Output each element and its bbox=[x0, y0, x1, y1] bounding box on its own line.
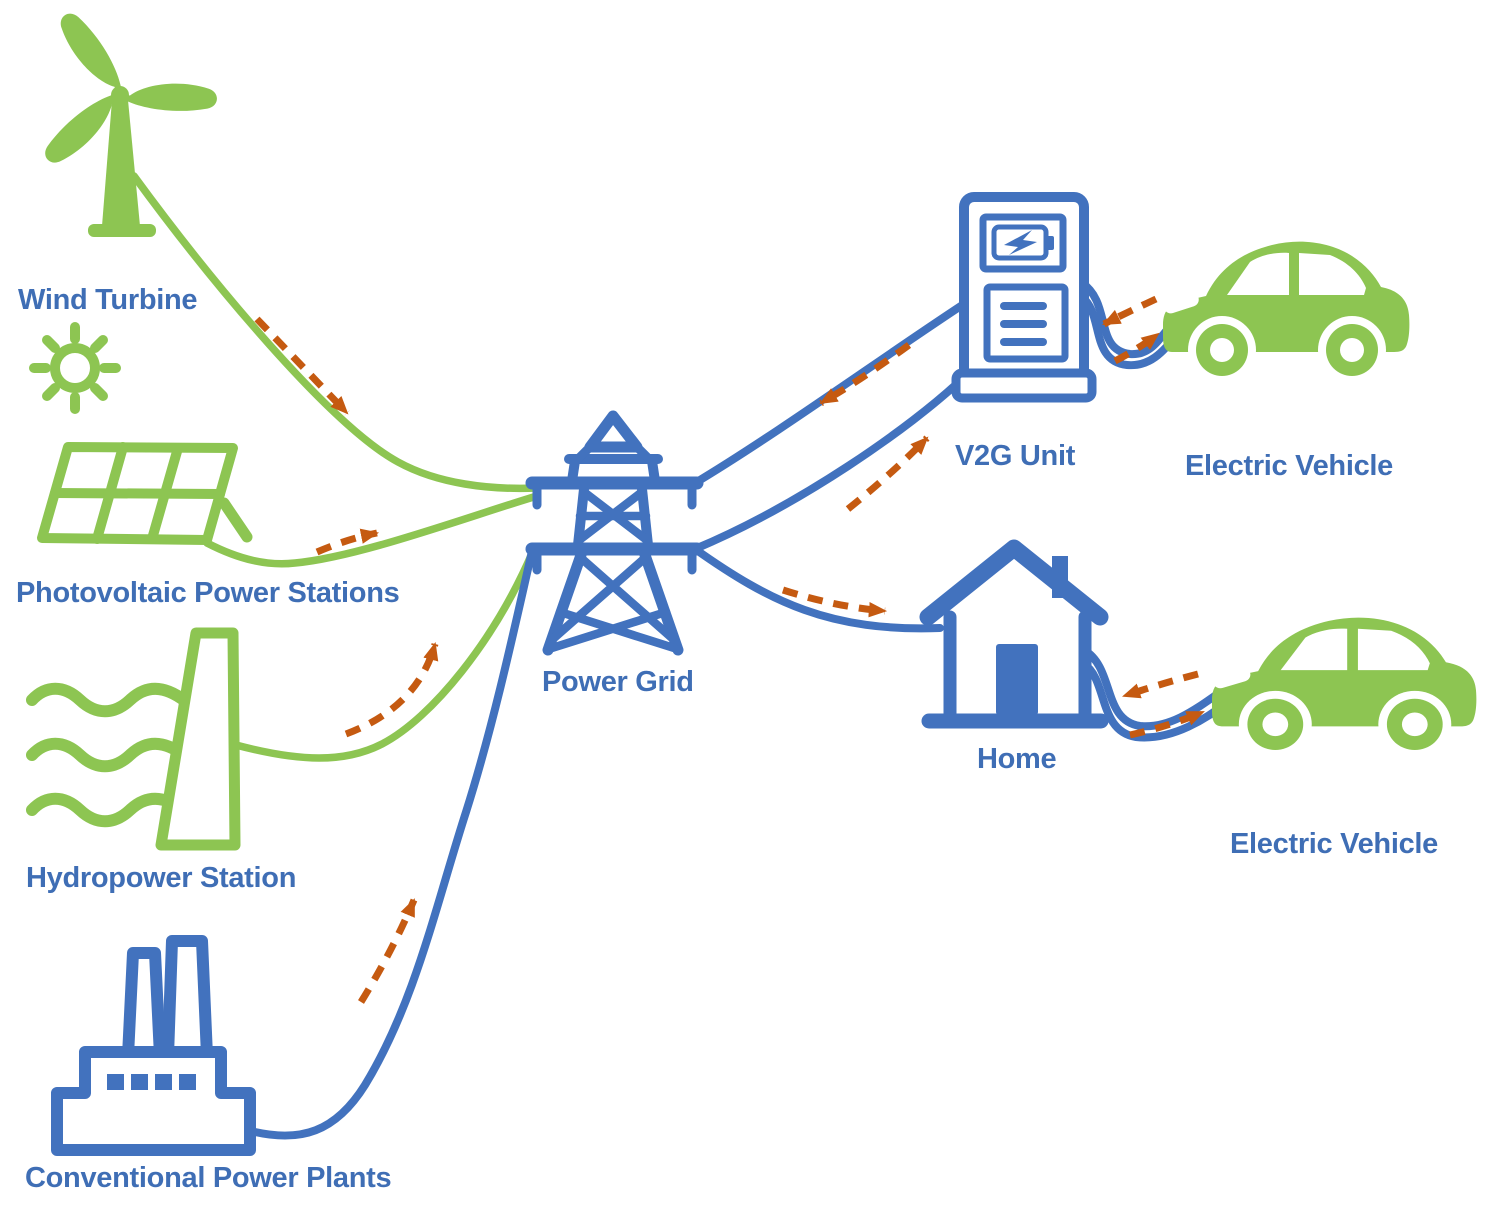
car-icon bbox=[1163, 241, 1410, 384]
arrow-ev-to-home bbox=[1122, 670, 1199, 700]
transmission-tower-icon bbox=[525, 410, 704, 656]
house-walls bbox=[943, 610, 1092, 722]
cable-home-to-ev-1 bbox=[1080, 646, 1230, 731]
turbine-hub bbox=[111, 86, 129, 104]
car-windshield bbox=[1227, 252, 1289, 295]
line-grid-to-v2g-upper bbox=[691, 296, 974, 487]
label-home: Home bbox=[977, 743, 1057, 775]
label-wind-turbine: Wind Turbine bbox=[18, 284, 198, 316]
house-icon bbox=[919, 539, 1109, 729]
label-ev-top: Electric Vehicle bbox=[1185, 450, 1393, 482]
line-pv-to-grid bbox=[203, 492, 541, 568]
arrow-ev-to-v2g bbox=[1102, 295, 1158, 328]
label-ev-bottom: Electric Vehicle bbox=[1230, 828, 1438, 860]
battery-terminal bbox=[1046, 236, 1054, 250]
arrow-conventional-to-grid bbox=[358, 898, 418, 1004]
factory-chimney bbox=[162, 935, 213, 1062]
turbine-rotor bbox=[45, 13, 217, 163]
factory-windows bbox=[107, 1074, 196, 1090]
water-wave bbox=[26, 737, 191, 773]
factory-icon bbox=[51, 935, 256, 1156]
car-window bbox=[1299, 253, 1366, 295]
factory-chimney bbox=[122, 947, 166, 1062]
arrow-v2g-to-ev bbox=[1113, 331, 1161, 365]
arrow-home-to-ev bbox=[1129, 708, 1205, 739]
charger-base bbox=[951, 368, 1097, 403]
water-wave bbox=[26, 792, 191, 828]
line-wind-to-grid bbox=[130, 172, 541, 493]
wind-turbine-icon bbox=[45, 13, 217, 237]
solar-panel-icon bbox=[37, 442, 253, 545]
arrow-pv-to-grid bbox=[315, 528, 380, 556]
hydropower-dam-icon bbox=[26, 627, 241, 851]
car-icon bbox=[1210, 617, 1477, 758]
panel-leg bbox=[218, 497, 253, 543]
sun-rays bbox=[29, 322, 121, 414]
charge-port bbox=[1163, 291, 1199, 314]
ev-charger-icon bbox=[951, 192, 1097, 403]
turbine-base bbox=[88, 224, 156, 237]
flow-arrows bbox=[254, 295, 1205, 1004]
arrow-v2g-to-grid bbox=[819, 342, 912, 407]
label-conventional: Conventional Power Plants bbox=[25, 1162, 392, 1194]
line-grid-to-home bbox=[691, 545, 944, 633]
label-v2g-unit: V2G Unit bbox=[955, 440, 1076, 472]
house-door bbox=[996, 644, 1038, 715]
arrow-grid-to-v2g bbox=[845, 435, 930, 512]
arrow-wind-to-grid bbox=[254, 316, 350, 416]
sun-icon bbox=[29, 322, 121, 414]
factory-building bbox=[51, 1046, 256, 1156]
lightning-icon bbox=[1004, 230, 1037, 255]
label-power-grid: Power Grid bbox=[542, 666, 694, 698]
turbine-tower bbox=[102, 100, 140, 226]
line-hydro-to-grid bbox=[232, 547, 537, 762]
arrow-grid-to-home bbox=[781, 586, 888, 618]
water-wave bbox=[26, 682, 191, 718]
line-grid-to-v2g-lower bbox=[691, 375, 966, 553]
line-conventional-to-grid bbox=[251, 547, 536, 1140]
house-roof bbox=[919, 539, 1109, 626]
label-hydropower: Hydropower Station bbox=[26, 862, 297, 894]
arrow-hydro-to-grid bbox=[344, 641, 439, 738]
label-photovoltaic: Photovoltaic Power Stations bbox=[16, 577, 400, 609]
dam-wall bbox=[155, 627, 241, 851]
pylon-legs bbox=[542, 549, 684, 656]
